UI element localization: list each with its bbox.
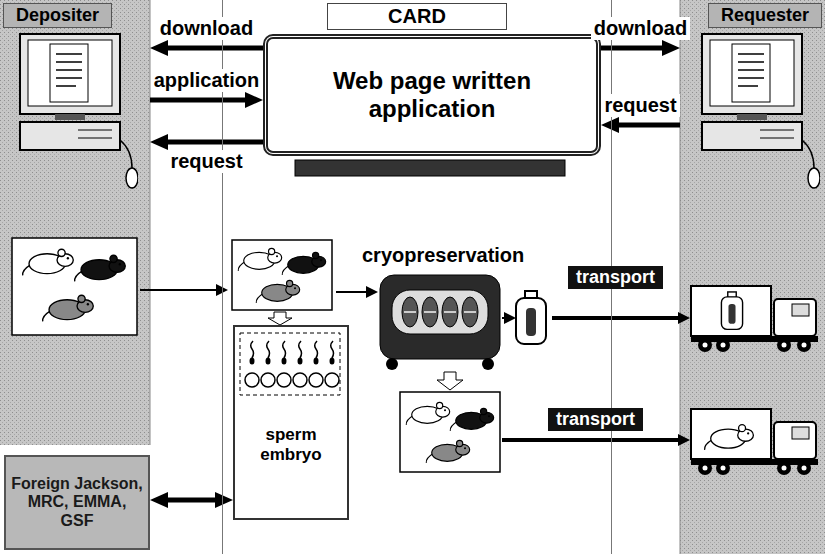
flow-arrow — [437, 372, 463, 390]
sperm-embryo-sketch — [282, 358, 287, 365]
computer-icon — [702, 34, 820, 188]
label-slot: download — [157, 17, 256, 40]
panel-ground — [680, 0, 825, 554]
label-slot: download — [591, 17, 690, 40]
flow-arrow — [502, 317, 510, 319]
foreign-box: Foreign Jackson, MRC, EMMA, GSF — [4, 455, 150, 550]
label-slot: cryopreservation — [362, 244, 524, 267]
label-slot: request — [167, 150, 245, 173]
mouse-group — [23, 249, 74, 275]
mouse-group — [426, 440, 469, 462]
sperm-embryo-sketch — [232, 325, 348, 520]
web-page-box: Web page written application — [263, 34, 601, 156]
edge-label: download — [591, 17, 690, 40]
mouse-group — [450, 408, 493, 430]
panel: Requester — [680, 0, 825, 554]
node-text: sperm embryo — [235, 425, 347, 464]
cryo-tank — [380, 275, 546, 370]
label-slot: request — [601, 94, 679, 117]
node-text: Web page written application — [322, 67, 542, 122]
cryo-tank — [386, 358, 398, 370]
sperm-embryo-sketch — [325, 373, 339, 387]
sperm-embryo-sketch — [298, 358, 303, 365]
connector-arrow — [150, 98, 255, 103]
mouse-group — [12, 238, 137, 335]
cryo-tank — [482, 358, 494, 370]
panel-ground — [150, 0, 151, 445]
mouse-group — [238, 248, 281, 270]
connector-arrow — [158, 46, 263, 51]
panel: CARD Web page written application sperm em… — [222, 0, 612, 554]
mouse-group — [282, 252, 325, 274]
sperm-embryo-sketch — [250, 358, 255, 365]
transport-truck — [691, 286, 818, 475]
mouse-group — [256, 280, 299, 302]
node-text: CARD — [327, 3, 507, 30]
sperm-embryo-sketch — [245, 373, 259, 387]
connector-arrow — [158, 498, 225, 503]
cryo-tank — [404, 311, 476, 313]
edge-label: application — [151, 69, 263, 92]
sperm-embryo-sketch — [240, 333, 340, 395]
keyboard — [295, 160, 565, 176]
computer-icon — [20, 34, 138, 188]
mouse-group — [75, 255, 126, 281]
mouse-group — [406, 402, 449, 424]
keyboard — [295, 160, 565, 176]
sperm-embryo-sketch — [277, 373, 291, 387]
cryo-tank — [402, 297, 478, 327]
cryo-tank — [380, 275, 500, 359]
sperm-embryo-sketch — [251, 341, 334, 358]
sperm-embryo-sketch — [293, 373, 307, 387]
transport-truck — [705, 425, 754, 450]
sperm-embryo-sketch — [309, 373, 323, 387]
cryo-tank — [392, 290, 488, 334]
sperm-embryo-sketch — [266, 358, 271, 365]
computer-icon — [20, 34, 820, 188]
sample-box: sperm embryo — [233, 325, 349, 520]
label-slot: transport — [548, 408, 643, 431]
process-label: cryopreservation — [362, 244, 524, 267]
transport-truck — [691, 409, 818, 475]
mouse-group — [400, 392, 500, 472]
panel: Depositer — [0, 0, 150, 445]
mouse-group — [43, 295, 94, 321]
flow-arrow — [336, 291, 372, 293]
cryo-tank — [516, 291, 546, 344]
edge-label: request — [601, 94, 679, 117]
transport-truck — [721, 292, 742, 329]
flow-arrow — [502, 438, 684, 442]
node-text: Requester — [708, 3, 822, 28]
connector-arrow — [158, 140, 263, 145]
flow-arrow — [268, 312, 292, 325]
transport-truck — [691, 286, 818, 352]
mouse-group — [232, 240, 332, 310]
sperm-embryo-sketch — [232, 325, 348, 520]
sperm-embryo-sketch — [330, 358, 335, 365]
edge-label: request — [167, 150, 245, 173]
panel-ground — [0, 0, 150, 445]
sperm-embryo-sketch — [261, 373, 275, 387]
node-text: Depositer — [3, 3, 112, 28]
sperm-embryo-sketch — [314, 358, 319, 365]
transport-tag: transport — [568, 266, 663, 289]
flow-arrow — [140, 289, 222, 291]
sperm-embryo-sketch — [245, 373, 339, 387]
label-slot: application — [151, 69, 263, 92]
label-slot: transport — [568, 266, 663, 289]
connector-arrow — [609, 123, 680, 128]
edge-label: download — [157, 17, 256, 40]
transport-tag: transport — [548, 408, 643, 431]
panel-ground — [680, 0, 681, 554]
node-text: Foreign Jackson, MRC, EMMA, GSF — [6, 475, 148, 530]
sperm-embryo-sketch — [250, 358, 335, 365]
flow-arrow — [552, 316, 684, 320]
